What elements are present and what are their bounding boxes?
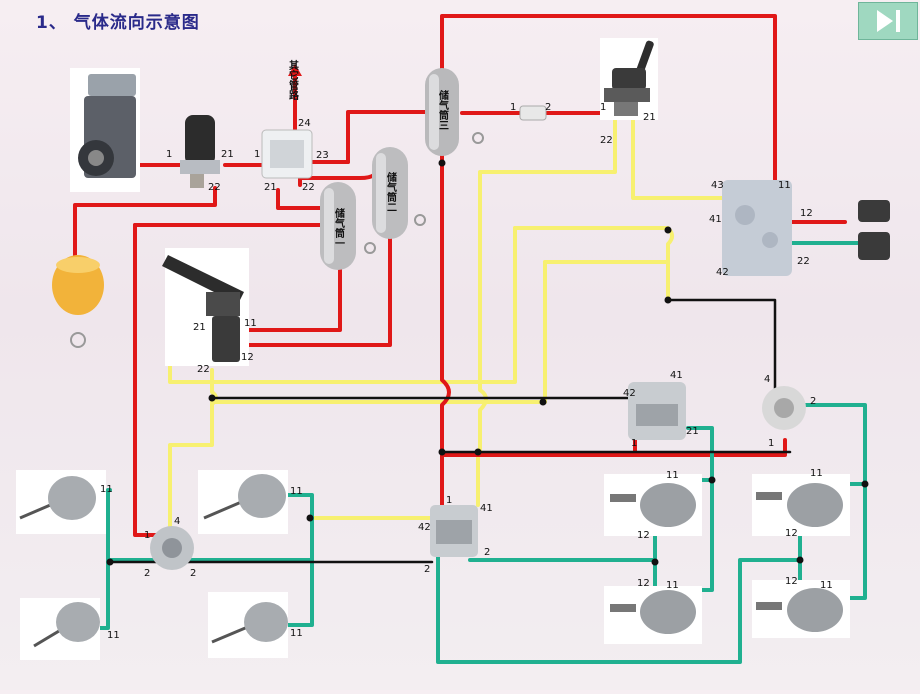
port-label: 11 [100, 484, 113, 495]
port-label: 22 [797, 256, 810, 267]
port-label: 21 [193, 322, 206, 333]
port-label: 11 [810, 468, 823, 479]
port-label: 22 [197, 364, 210, 375]
air-dryer-icon [180, 115, 220, 188]
port-label: 12 [785, 528, 798, 539]
port-label: 1 [446, 495, 452, 506]
spring-chamber-rear-4-icon [752, 580, 850, 638]
front-right-chamber-icon [198, 470, 288, 534]
port-label: 2 [190, 568, 196, 579]
port-label: 22 [302, 182, 315, 193]
port-label: 43 [711, 180, 724, 191]
port-label: 12 [800, 208, 813, 219]
filter-icon [519, 105, 547, 121]
spring-chamber-rear-1-icon [604, 474, 702, 536]
wet-tank-icon [52, 255, 104, 348]
port-label: 11 [290, 486, 303, 497]
port-label: 21 [686, 426, 699, 437]
port-label: 2 [484, 547, 490, 558]
port-label: 1 [166, 149, 172, 160]
port-label: 4 [764, 374, 770, 385]
air-tank-2-label: 储气筒二 [385, 171, 398, 212]
trailer-control-valve-icon [722, 180, 792, 276]
air-tank-2-icon [372, 147, 426, 239]
port-label: 2 [424, 564, 430, 575]
front-right-chamber-2-icon [208, 592, 288, 658]
port-label: 1 [144, 530, 150, 541]
port-labels: 1 21 22 1 24 23 21 22 1 2 1 21 22 43 11 … [100, 102, 833, 641]
rear-distribution-valve-icon [430, 505, 478, 557]
relay-valve-icon [628, 382, 686, 440]
port-label: 1 [600, 102, 606, 113]
port-label: 21 [221, 149, 234, 160]
front-distribution-valve-icon [150, 526, 194, 570]
junction-dots [106, 159, 869, 566]
port-label: 4 [174, 516, 180, 527]
port-label: 11 [244, 318, 257, 329]
port-label: 42 [418, 522, 431, 533]
compressor-icon [70, 68, 140, 192]
port-label: 21 [643, 112, 656, 123]
air-tank-1-icon [320, 182, 376, 270]
port-label: 12 [637, 530, 650, 541]
port-label: 24 [298, 118, 311, 129]
port-label: 2 [144, 568, 150, 579]
other-lines-arrow-icon [288, 64, 302, 76]
port-label: 22 [208, 182, 221, 193]
port-label: 22 [600, 135, 613, 146]
port-label: 23 [316, 150, 329, 161]
play-next-icon [877, 10, 900, 32]
port-label: 2 [545, 102, 551, 113]
spring-chamber-rear-2-icon [604, 586, 702, 644]
trailer-couplings-icon [858, 200, 890, 260]
front-left-chamber-2-icon [20, 598, 100, 660]
front-left-chamber-icon [16, 470, 106, 534]
protection-valve-icon [261, 129, 313, 179]
port-label: 42 [623, 388, 636, 399]
port-label: 11 [290, 628, 303, 639]
other-lines-label: 其它管路 [287, 59, 299, 101]
port-label: 41 [709, 214, 722, 225]
port-label: 21 [264, 182, 277, 193]
port-label: 11 [820, 580, 833, 591]
port-label: 11 [107, 630, 120, 641]
foot-brake-valve-icon [162, 248, 249, 366]
port-label: 1 [254, 149, 260, 160]
quick-release-valve-icon [762, 386, 806, 430]
spring-chamber-rear-3-icon [752, 474, 850, 536]
port-label: 12 [637, 578, 650, 589]
hand-brake-valve-icon [600, 38, 658, 120]
port-label: 11 [666, 580, 679, 591]
air-tank-3-label: 储气筒三 [437, 89, 450, 130]
air-tank-3-icon [425, 68, 484, 156]
page-title: 1、 气体流向示意图 [36, 13, 200, 33]
port-label: 41 [480, 503, 493, 514]
air-tank-1-label: 储气筒一 [333, 207, 346, 248]
red-supply-lines [73, 14, 847, 537]
next-slide-button[interactable] [858, 2, 918, 40]
port-label: 1 [768, 438, 774, 449]
port-label: 1 [510, 102, 516, 113]
port-label: 11 [778, 180, 791, 191]
port-label: 42 [716, 267, 729, 278]
port-label: 11 [666, 470, 679, 481]
port-label: 1 [631, 438, 637, 449]
port-label: 41 [670, 370, 683, 381]
port-label: 12 [241, 352, 254, 363]
port-label: 2 [810, 396, 816, 407]
port-label: 12 [785, 576, 798, 587]
